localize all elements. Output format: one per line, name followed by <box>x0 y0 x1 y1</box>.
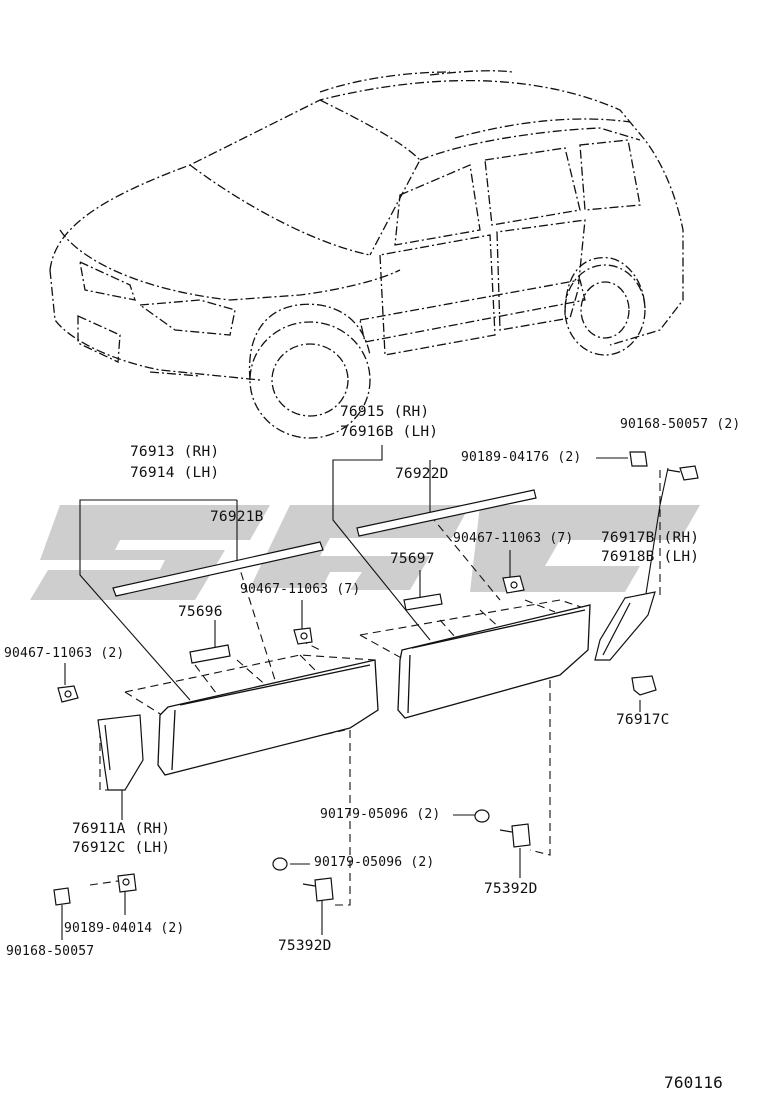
label-90168-50057-bottom: 90168-50057 <box>6 944 95 959</box>
label-76914: 76914 (LH) <box>130 465 220 481</box>
label-75392d-left: 75392D <box>278 938 332 954</box>
tape-75696 <box>189 644 231 664</box>
vehicle-illustration <box>49 70 684 439</box>
label-90467-top: 90467-11063 (7) <box>453 531 574 546</box>
label-76911a: 76911A (RH) <box>72 821 171 837</box>
leader-lines <box>61 445 669 940</box>
label-75696: 75696 <box>178 604 223 620</box>
label-75392d-right: 75392D <box>484 881 538 897</box>
label-76915: 76915 (RH) <box>340 404 430 420</box>
label-90189-04014: 90189-04014 (2) <box>64 921 185 936</box>
label-76912c: 76912C (LH) <box>72 840 171 856</box>
moulding-strip-76921b <box>112 541 324 597</box>
label-76917b: 76917B (RH) <box>601 530 700 546</box>
label-76916b: 76916B (LH) <box>340 424 439 440</box>
label-76922d: 76922D <box>395 466 449 482</box>
label-90168-50057-top: 90168-50057 (2) <box>620 417 741 432</box>
label-90467-mid: 90467-11063 (7) <box>240 582 361 597</box>
label-75697: 75697 <box>390 551 435 567</box>
label-76917c: 76917C <box>616 712 670 728</box>
label-76913: 76913 (RH) <box>130 444 220 460</box>
label-90467-left: 90467-11063 (2) <box>4 646 125 661</box>
label-76921b: 76921B <box>210 509 264 525</box>
label-90179-left: 90179-05096 (2) <box>314 855 435 870</box>
diagram-code: 760116 <box>664 1073 723 1092</box>
tape-75697 <box>403 593 443 611</box>
front-end-piece <box>97 714 144 791</box>
front-door-moulding <box>157 659 379 776</box>
label-90179-right: 90179-05096 (2) <box>320 807 441 822</box>
label-90189-04176: 90189-04176 (2) <box>461 450 582 465</box>
label-76918b: 76918B (LH) <box>601 549 700 565</box>
fastener-clips <box>53 451 699 906</box>
moulding-strip-76922d <box>356 489 537 537</box>
watermark-logo <box>30 505 700 600</box>
rear-door-moulding <box>397 604 591 719</box>
rear-end-piece <box>594 591 656 661</box>
